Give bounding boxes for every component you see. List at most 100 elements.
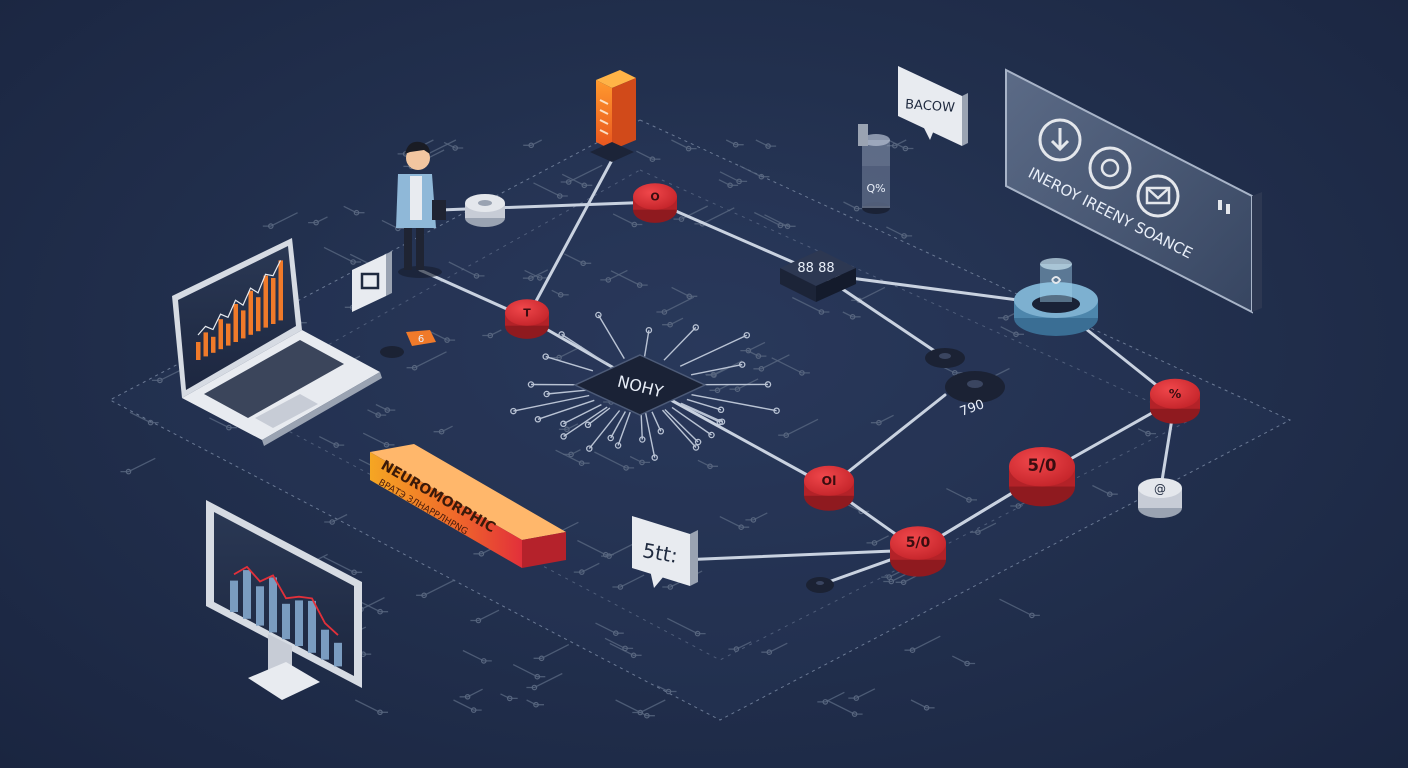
circuit-pad [487,332,494,339]
circuit-trace [453,699,482,711]
circuit-trace [343,205,365,214]
circuit-pad [888,578,895,585]
circuit-pad [313,219,319,226]
monitor-bar [308,600,316,653]
circuit-pad [727,182,733,189]
chip-trace [679,403,721,423]
chip-trace-pad [586,445,593,452]
chip-trace [679,334,748,367]
circuit-pad [557,291,564,298]
circuit-trace [718,179,739,186]
laptop-bar [211,336,216,353]
circuit-pad [733,646,740,652]
circuit-pad [1107,491,1113,498]
circuit-pad [799,370,805,376]
chip-trace-pad [773,407,780,414]
laptop-bar [241,310,246,339]
circuit-pad [506,695,513,702]
chip-trace [545,355,594,372]
circuit-trace [636,150,661,160]
circuit-trace [662,317,684,326]
chip-trace [588,410,621,450]
laptop-chart [196,260,283,360]
circuit-trace [512,664,546,678]
circuit-trace [866,535,889,544]
chip-trace [644,412,656,458]
chip-trace-pad [527,381,535,388]
circuit-pad [851,711,858,717]
monitor-bar [256,586,264,626]
circuit-trace [671,286,698,297]
circuit-pad [464,693,471,700]
circuit-pad [637,709,644,716]
circuit-trace [558,423,579,430]
circuit-pad [818,309,825,315]
chip-trace [643,330,650,358]
network-node: T [505,299,549,339]
chip-trace [686,398,722,411]
circuit-pad [612,630,619,637]
circuit-pad [351,569,357,576]
circuit-trace [319,436,345,446]
chip-trace [663,326,697,361]
circuit-pad [631,221,638,228]
circuit-trace [526,699,544,706]
circuit-trace [755,139,777,147]
circuit-pad [784,223,791,230]
circuit-trace [729,378,759,390]
chip-trace [651,411,662,432]
circuit-pad [617,584,624,590]
circuit-trace [375,403,396,411]
circuit-pad [900,579,907,586]
circuit-trace [262,212,298,227]
circuit-pad [822,699,829,705]
circuit-pad [534,673,541,680]
circuit-trace [719,171,748,183]
circuit-trace [817,691,845,703]
circuit-trace [355,699,388,713]
chip-trace-pad [738,361,746,368]
circuit-trace [671,139,697,150]
laptop-bar [263,275,268,328]
circuit-pad [478,550,485,557]
circuit-trace [848,688,876,699]
node-label: 5/0 [1028,456,1057,475]
circuit-trace [673,205,708,220]
circuit-trace [888,139,914,150]
circuit-pad [1145,430,1151,437]
circuit-pad [383,441,390,448]
chip-trace-pad [534,416,542,423]
svg-text:@: @ [1154,482,1166,496]
monitor-bar [282,603,290,640]
desktop-monitor [206,500,362,700]
chip-trace-pad [651,454,658,461]
circuit-trace [870,414,894,424]
circuit-pad [1015,503,1022,509]
monitor-bar [243,570,251,619]
orange-tag: 6 [406,330,436,346]
chip-trace [661,409,697,448]
chip-trace-pad [560,433,567,440]
circuit-trace [609,642,642,656]
processing-module: 88 88 [780,250,856,302]
chip-trace [597,314,625,359]
panel-target-icon [1088,146,1132,190]
circuit-pad [923,704,930,711]
circuit-trace [324,513,348,523]
circuit-pad [421,592,427,599]
circuit-pad [533,701,539,708]
circuit-pad [623,465,629,471]
circuit-trace [629,455,650,464]
circuit-pad [528,142,535,149]
circuit-trace [1092,484,1118,495]
data-vial: Q% [858,124,890,214]
chip-trace-pad [560,420,567,428]
chip-trace-pad [657,428,665,435]
circuit-trace [367,409,387,416]
laptop-bar [278,260,283,321]
chip-trace-pad [543,390,550,398]
circuit-pad [909,647,916,654]
circuit-trace [522,269,549,279]
monitor-bar [269,577,277,633]
